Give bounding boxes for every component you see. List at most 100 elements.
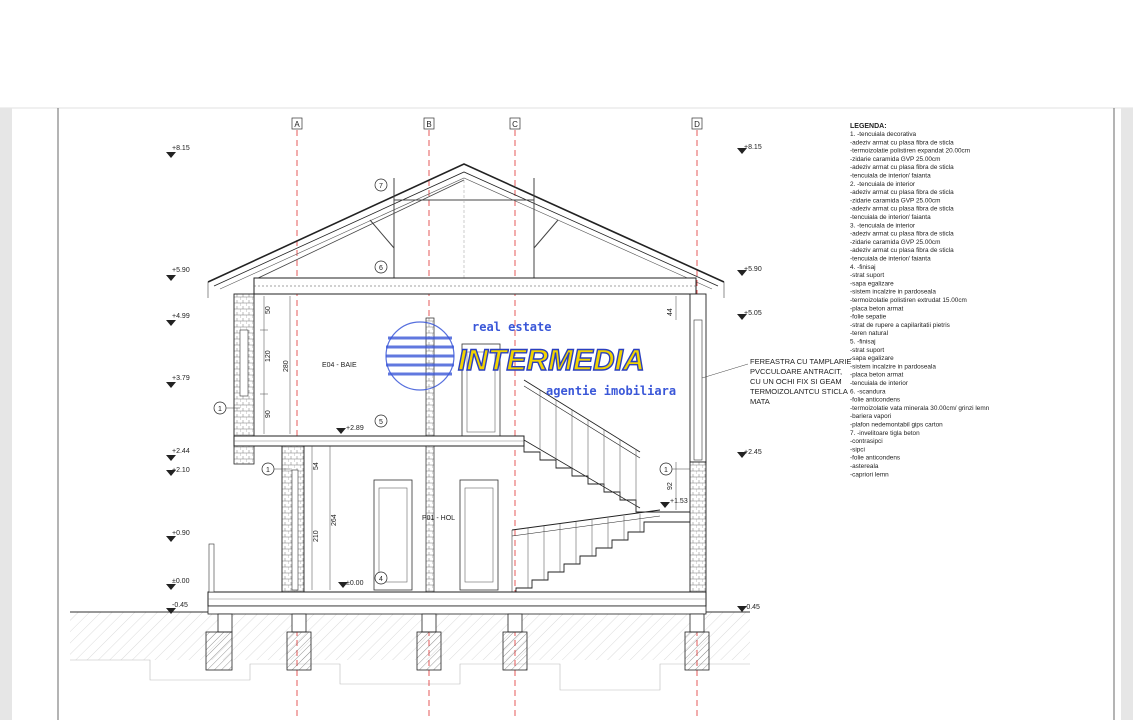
- lower-left-window: [291, 469, 299, 591]
- foundations: [205, 613, 710, 671]
- svg-text:+2.45: +2.45: [744, 449, 762, 456]
- legend-line: -folie anticondens: [850, 397, 900, 404]
- legend-line: -placa beton armat: [850, 372, 904, 379]
- legend-line: -folie sepatie: [850, 314, 887, 321]
- legend-line: -sistem incalzire in pardoseala: [850, 363, 936, 370]
- watermark-top-text: real estate: [472, 320, 551, 334]
- svg-text:1: 1: [218, 406, 222, 413]
- legend-line: -contrasipci: [850, 438, 883, 445]
- svg-text:6: 6: [379, 265, 383, 272]
- legend-line: -tencuiala de interior: [850, 380, 909, 387]
- svg-text:92: 92: [667, 482, 674, 490]
- legend-line: 6. -scandura: [850, 388, 886, 395]
- svg-text:PVCCULOARE ANTRACIT,: PVCCULOARE ANTRACIT,: [750, 367, 842, 376]
- svg-text:CU UN OCHI FIX SI GEAM: CU UN OCHI FIX SI GEAM: [750, 377, 842, 386]
- legend-line: -adeziv armat cu plasa fibra de sticla: [850, 164, 954, 171]
- legend-line: -folie anticondens: [850, 455, 900, 462]
- legend-line: -astereala: [850, 463, 879, 470]
- watermark-brand-text: INTERMEDIA: [458, 344, 645, 377]
- lower-door-left: [373, 479, 413, 591]
- roof: [207, 163, 725, 298]
- legend-line: -zidarie caramida GVP 25.00cm: [850, 156, 940, 163]
- axis-tags: A B C D: [291, 117, 703, 130]
- svg-text:7: 7: [379, 183, 383, 190]
- lower-right-wall: [689, 461, 707, 597]
- legend-line: -bariera vapori: [850, 413, 891, 420]
- svg-text:-0.45: -0.45: [744, 604, 760, 611]
- legend-line: -tencuiala de interior/ faianta: [850, 214, 931, 221]
- level-markers-left: +8.15 +5.90 +4.99 +3.79 +2.44 +2.10 +0.9…: [166, 145, 190, 614]
- legend-line: -termoizolatie vata minerala 30.00cm/ gr…: [850, 405, 990, 412]
- svg-text:+5.05: +5.05: [744, 310, 762, 317]
- intermedia-watermark-logo: real estate INTERMEDIA agentie imobiliar…: [385, 320, 676, 398]
- window-note: FEREASTRA CU TAMPLARIE PVCCULOARE ANTRAC…: [701, 357, 851, 406]
- svg-text:1: 1: [266, 467, 270, 474]
- svg-text:+0.90: +0.90: [172, 530, 190, 537]
- legend-line: -placa beton armat: [850, 305, 904, 312]
- level-markers-inner: +2.89 +1.53 ±0.00: [336, 425, 688, 588]
- svg-text:+4.99: +4.99: [172, 313, 190, 320]
- legend-line: -zidarie caramida GVP 25.00cm: [850, 239, 940, 246]
- svg-text:-0.45: -0.45: [172, 602, 188, 609]
- legend-line: 3. -tencuiala de interior: [850, 222, 916, 229]
- svg-text:TERMOIZOLANTCU STICLA: TERMOIZOLANTCU STICLA: [750, 387, 848, 396]
- legend-line: -strat suport: [850, 347, 884, 354]
- svg-text:44: 44: [667, 308, 674, 316]
- legend-line: -termoizolatie polistiren extrudat 15.00…: [850, 297, 967, 304]
- legend-line: -tencuiala de interior/ faianta: [850, 256, 931, 263]
- top-margin: [0, 0, 1133, 108]
- legend-line: -zidarie caramida GVP 25.00cm: [850, 197, 940, 204]
- svg-text:+8.15: +8.15: [172, 145, 190, 152]
- svg-text:5: 5: [379, 419, 383, 426]
- legend-line: 5. -finisaj: [850, 339, 876, 346]
- room-label-hol: P01 - HOL: [422, 515, 455, 522]
- legend-line: -adeziv armat cu plasa fibra de sticla: [850, 206, 954, 213]
- legend-line: -sapa egalizare: [850, 280, 894, 287]
- legend-line: -tencuiala de interior/ faianta: [850, 173, 931, 180]
- soil-contour: [70, 659, 750, 691]
- svg-text:±0.00: ±0.00: [346, 580, 364, 587]
- legend: LEGENDA: 1. -tencuiala decorativa -adezi…: [850, 123, 990, 478]
- upper-left-window: [239, 329, 249, 397]
- svg-text:+5.90: +5.90: [744, 266, 762, 273]
- legend-line: 2. -tencuiala de interior: [850, 181, 916, 188]
- svg-text:264: 264: [331, 514, 338, 526]
- legend-line: 7. -invelitoare tigla beton: [850, 430, 920, 437]
- callout-markers: 7 6 5 4 1 1 1: [213, 178, 690, 585]
- legend-line: 4. -finisaj: [850, 264, 876, 271]
- svg-text:+8.15: +8.15: [744, 144, 762, 151]
- legend-line: -plafon nedemontabil gips carton: [850, 422, 943, 429]
- svg-text:+5.90: +5.90: [172, 267, 190, 274]
- axis-label-d: D: [694, 120, 700, 129]
- svg-text:+2.89: +2.89: [346, 425, 364, 432]
- legend-line: -adeziv armat cu plasa fibra de sticla: [850, 247, 954, 254]
- svg-text:90: 90: [265, 410, 272, 418]
- svg-text:1: 1: [664, 467, 668, 474]
- svg-text:+2.44: +2.44: [172, 448, 190, 455]
- svg-text:4: 4: [379, 576, 383, 583]
- axis-label-c: C: [512, 120, 518, 129]
- legend-line: -sistem incalzire in pardoseala: [850, 289, 936, 296]
- right-scroll-gutter: [1121, 108, 1133, 720]
- legend-line: -adeziv armat cu plasa fibra de sticla: [850, 231, 954, 238]
- svg-text:+3.79: +3.79: [172, 375, 190, 382]
- svg-text:+2.10: +2.10: [172, 467, 190, 474]
- legend-line: -adeziv armat cu plasa fibra de sticla: [850, 189, 954, 196]
- svg-text:210: 210: [313, 530, 320, 542]
- legend-line: -sipci: [850, 446, 865, 453]
- legend-line: -adeziv armat cu plasa fibra de sticla: [850, 139, 954, 146]
- legend-line: -strat de rupere a capilaritatii pietris: [850, 322, 950, 329]
- watermark-globe-icon: [385, 321, 455, 391]
- svg-text:54: 54: [313, 462, 320, 470]
- axis-label-a: A: [294, 120, 300, 129]
- svg-text:MATA: MATA: [750, 397, 770, 406]
- svg-text:50: 50: [265, 306, 272, 314]
- svg-text:FEREASTRA CU TAMPLARIE: FEREASTRA CU TAMPLARIE: [750, 357, 851, 366]
- axis-label-b: B: [426, 120, 431, 129]
- legend-line: -strat suport: [850, 272, 884, 279]
- downpipe: [208, 543, 215, 593]
- level-markers-right: +8.15 +5.90 +5.05 +2.45 -0.45: [737, 144, 762, 612]
- right-window: [693, 319, 703, 461]
- upper-door: [461, 343, 501, 441]
